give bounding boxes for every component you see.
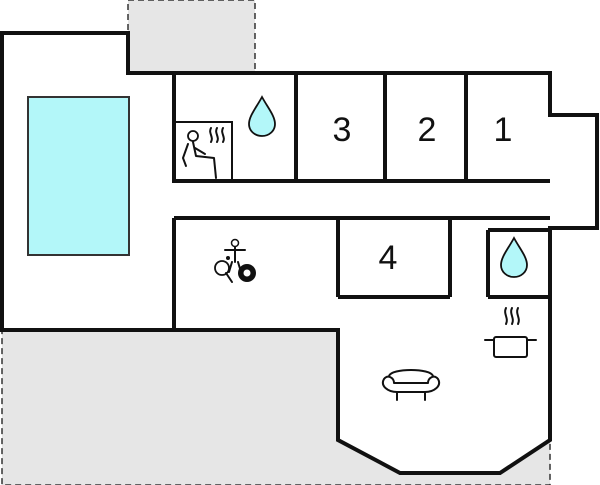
middle-rooms	[172, 216, 550, 330]
swimming-pool	[27, 96, 130, 256]
room-number-2: 2	[418, 111, 437, 149]
games-room-icon	[214, 238, 246, 283]
sauna-cabin	[173, 121, 233, 182]
bathroom-icon	[248, 95, 276, 137]
room-number-3: 3	[333, 111, 352, 149]
sauna-icon	[182, 127, 225, 179]
kitchen-icon	[484, 307, 537, 358]
bathroom-icon	[500, 236, 528, 278]
top-rooms	[172, 71, 550, 183]
room-number-1: 1	[494, 111, 513, 149]
billiard-ball-icon	[238, 264, 256, 282]
room-number-4: 4	[379, 239, 398, 277]
sofa-icon	[382, 369, 440, 401]
